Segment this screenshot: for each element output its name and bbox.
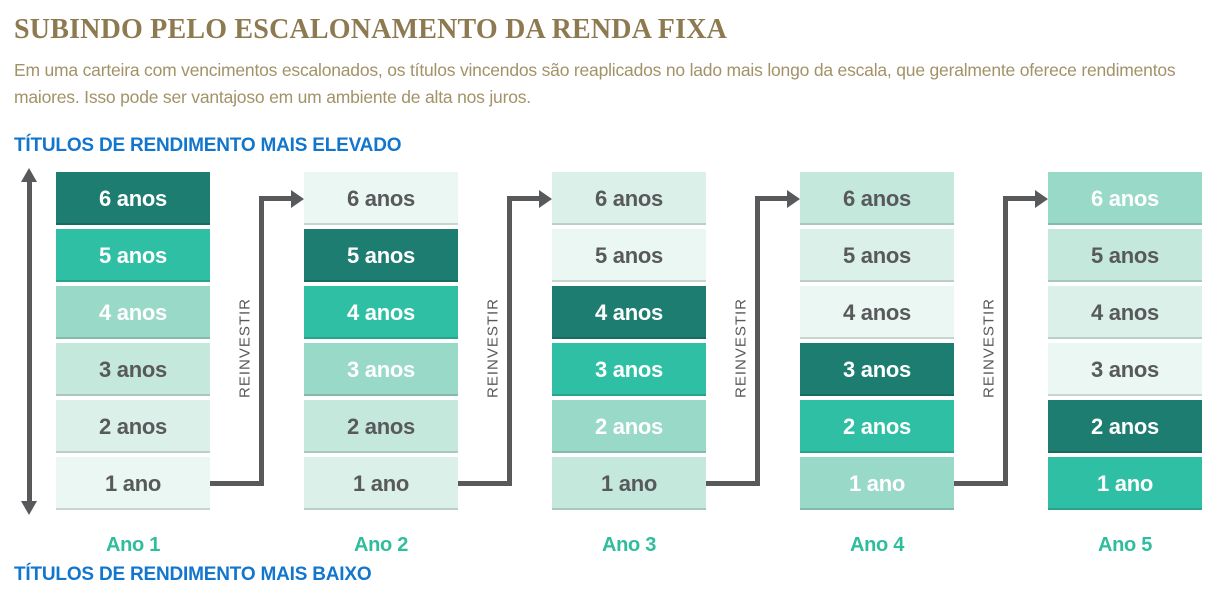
maturity-cell: 5 anos [56,229,210,282]
reinvest-connector-riser [507,196,512,486]
arrow-right-icon [787,189,800,208]
maturity-cell: 1 ano [56,457,210,510]
maturity-cell: 4 anos [800,286,954,339]
maturity-cell: 3 anos [304,343,458,396]
page-subtitle: Em uma carteira com vencimentos escalona… [14,60,1176,107]
reinvest-connector-start [210,481,264,486]
maturity-cell: 2 anos [304,400,458,453]
reinvest-connector-riser [1003,196,1008,486]
maturity-cell: 6 anos [304,172,458,225]
maturity-cell: 2 anos [1048,400,1202,453]
label-higher-yield: TÍTULOS DE RENDIMENTO MAIS ELEVADO [14,135,402,156]
reinvest-connector-start [706,481,760,486]
maturity-cell: 5 anos [304,229,458,282]
reinvest-label: REINVESTIR [732,298,750,399]
maturity-cell: 1 ano [800,457,954,510]
maturity-cell: 6 anos [552,172,706,225]
maturity-cell: 5 anos [552,229,706,282]
reinvest-connector-end [259,196,292,201]
year-label: Ano 2 [353,534,409,556]
maturity-cell: 5 anos [800,229,954,282]
reinvest-connector-end [507,196,540,201]
arrow-right-icon [539,189,552,208]
reinvest-label: REINVESTIR [980,298,998,399]
reinvest-connector-end [755,196,788,201]
reinvest-connector-end [1003,196,1036,201]
maturity-cell: 4 anos [552,286,706,339]
maturity-cell: 1 ano [552,457,706,510]
reinvest-connector-start [954,481,1008,486]
maturity-cell: 3 anos [552,343,706,396]
maturity-cell: 2 anos [552,400,706,453]
maturity-cell: 1 ano [304,457,458,510]
maturity-cell: 4 anos [304,286,458,339]
maturity-cell: 6 anos [56,172,210,225]
reinvest-label: REINVESTIR [484,298,502,399]
year-label: Ano 5 [1097,534,1153,556]
maturity-cell: 2 anos [56,400,210,453]
maturity-cell: 2 anos [800,400,954,453]
maturity-cell: 6 anos [800,172,954,225]
maturity-cell: 4 anos [1048,286,1202,339]
maturity-cell: 6 anos [1048,172,1202,225]
arrow-shaft [27,180,32,503]
maturity-cell: 3 anos [56,343,210,396]
maturity-cell: 5 anos [1048,229,1202,282]
arrow-down-icon [21,501,37,515]
arrow-right-icon [291,189,304,208]
maturity-cell: 1 ano [1048,457,1202,510]
label-lower-yield: TÍTULOS DE RENDIMENTO MAIS BAIXO [14,564,372,585]
arrow-right-icon [1035,189,1048,208]
reinvest-connector-riser [259,196,264,486]
maturity-cell: 4 anos [56,286,210,339]
reinvest-connector-riser [755,196,760,486]
arrow-up-icon [21,168,37,182]
maturity-cell: 3 anos [800,343,954,396]
yield-axis-double-arrow [21,168,38,515]
reinvest-label: REINVESTIR [236,298,254,399]
year-label: Ano 4 [849,534,905,556]
year-label: Ano 1 [105,534,161,556]
maturity-cell: 3 anos [1048,343,1202,396]
reinvest-connector-start [458,481,512,486]
page-title: SUBINDO PELO ESCALONAMENTO DA RENDA FIXA [14,14,728,45]
year-label: Ano 3 [601,534,657,556]
